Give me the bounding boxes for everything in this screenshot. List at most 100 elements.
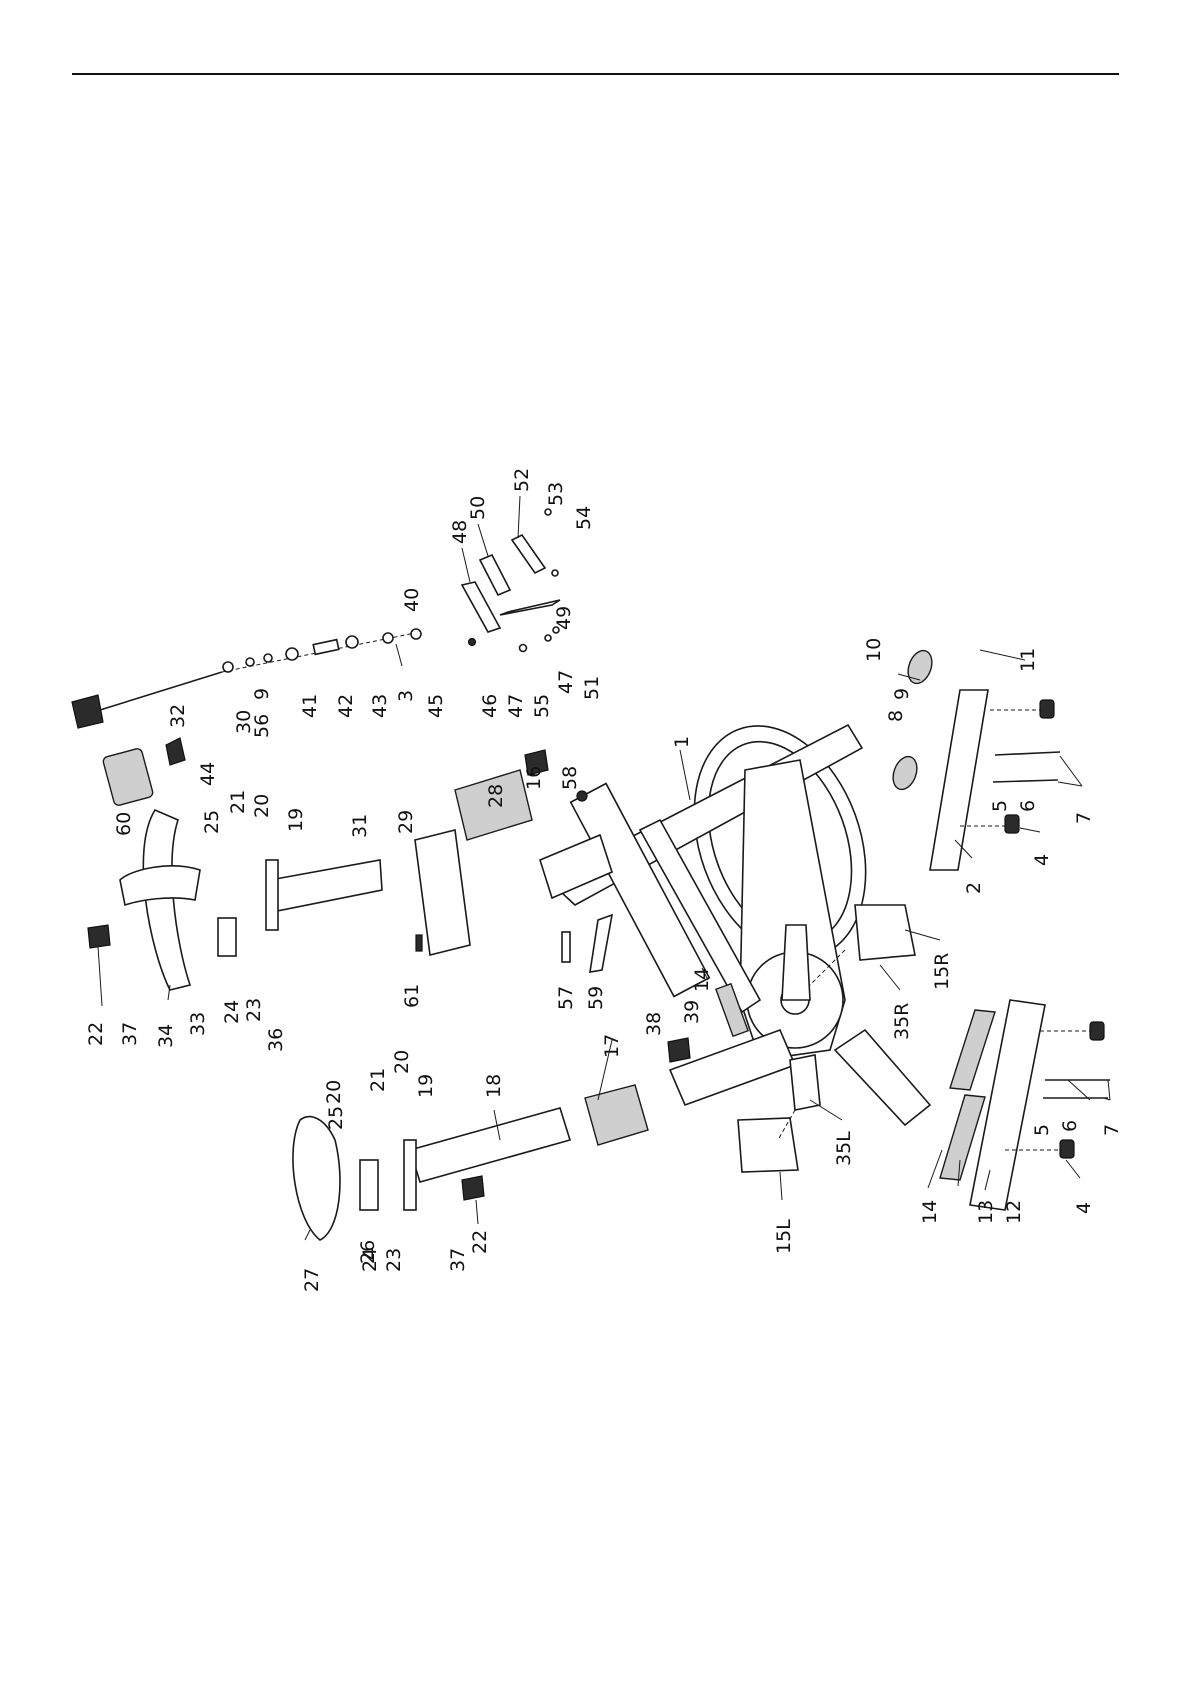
callout-label: 21 <box>367 1068 389 1092</box>
leveler-foot-top <box>1040 700 1054 718</box>
handlebar-assembly <box>266 750 548 955</box>
callout-label: 4 <box>1031 854 1053 866</box>
callout-label: 35L <box>833 1131 855 1166</box>
callout-label: 51 <box>581 676 603 700</box>
sleeve-17 <box>585 1085 648 1145</box>
shaft-32 <box>100 672 222 710</box>
seat-slider-26 <box>360 1160 378 1210</box>
callout-label: 22 <box>85 1022 107 1046</box>
callout-label: 59 <box>585 986 607 1010</box>
callout-label: 2 <box>963 882 985 894</box>
rear-stabilizer <box>940 1000 1110 1210</box>
callout-label: 54 <box>573 506 595 530</box>
rear-pad-top <box>950 1010 995 1090</box>
callout-label: 5 <box>1031 1124 1053 1136</box>
cover-29 <box>415 830 470 955</box>
callout-label: 48 <box>449 520 471 544</box>
front-stabilizer <box>889 647 1060 870</box>
callout-label: 25 <box>325 1106 347 1130</box>
brake-part-52 <box>512 535 545 573</box>
callout-label: 23 <box>243 998 265 1022</box>
callout-label: 47 <box>555 670 577 694</box>
callout-label: 29 <box>395 810 417 834</box>
handlebar-slider-33 <box>218 918 236 956</box>
callout-label: 14 <box>919 1200 941 1224</box>
knob-38 <box>668 1038 690 1062</box>
callout-label: 14 <box>691 968 713 992</box>
callout-label: 19 <box>415 1074 437 1098</box>
slider-plate-31 <box>266 860 278 930</box>
callout-label: 5 <box>989 800 1011 812</box>
callout-label: 8 <box>885 710 907 722</box>
callout-label: 35R <box>891 1003 913 1040</box>
crank-arm-left <box>790 1055 820 1110</box>
nut-58 <box>577 791 587 801</box>
callout-label: 10 <box>863 638 885 662</box>
callout-label: 41 <box>299 694 321 718</box>
callout-label: 53 <box>545 482 567 506</box>
seat-assembly <box>293 1038 690 1240</box>
part-44 <box>166 738 185 765</box>
pedal-left <box>738 1118 798 1172</box>
part-59 <box>590 915 612 972</box>
callout-label: 16 <box>523 766 545 790</box>
callout-label: 7 <box>1101 1124 1123 1136</box>
callout-label: 34 <box>155 1024 177 1048</box>
front-stabilizer-bar <box>930 690 988 870</box>
callout-label: 20 <box>323 1080 345 1104</box>
callout-label: 31 <box>349 814 371 838</box>
rear-lower-tube <box>835 1030 930 1125</box>
knob-22-upper <box>88 925 110 948</box>
callout-label: 44 <box>197 762 219 786</box>
callout-label: 45 <box>425 694 447 718</box>
seat-27 <box>293 1117 340 1240</box>
callout-label: 12 <box>1003 1200 1025 1224</box>
callout-label: 26 <box>357 1240 379 1264</box>
handlebar-post-31 <box>270 860 382 912</box>
knob-22-lower <box>462 1176 484 1200</box>
callout-label: 23 <box>383 1248 405 1272</box>
callout-label: 43 <box>369 694 391 718</box>
callout-label: 18 <box>483 1074 505 1098</box>
callout-label: 55 <box>531 694 553 718</box>
spring-42 <box>313 640 339 655</box>
callout-label: 20 <box>391 1050 413 1074</box>
brake-part-49 <box>500 600 560 615</box>
callout-label: 58 <box>559 766 581 790</box>
callout-label: 47 <box>505 694 527 718</box>
crank-arm-right <box>782 925 810 1000</box>
pin-57 <box>562 932 570 962</box>
callout-label: 28 <box>485 784 507 808</box>
callout-label: 32 <box>167 704 189 728</box>
callout-label: 37 <box>119 1022 141 1046</box>
callout-label: 9 <box>891 688 913 700</box>
callout-label: 56 <box>251 714 273 738</box>
callout-label: 6 <box>1017 800 1039 812</box>
callout-label: 4 <box>1073 1202 1095 1214</box>
seat-post-18 <box>410 1108 570 1182</box>
callout-label: 24 <box>221 1000 243 1024</box>
pedal-right <box>855 905 915 960</box>
callout-label: 15L <box>773 1219 795 1254</box>
callout-label: 3 <box>395 690 417 702</box>
callout-label: 40 <box>401 588 423 612</box>
callout-label: 36 <box>265 1028 287 1052</box>
seat-slider-plate <box>404 1140 416 1210</box>
transport-wheel <box>889 753 921 792</box>
bolt-61 <box>416 935 422 951</box>
leveler-foot-rear-4 <box>1060 1140 1074 1158</box>
bolt-7a <box>995 752 1060 755</box>
console-60 <box>102 748 154 807</box>
callout-label: 11 <box>1017 648 1039 672</box>
callout-label: 22 <box>469 1230 491 1254</box>
callout-label: 57 <box>555 986 577 1010</box>
callout-label: 42 <box>335 694 357 718</box>
callout-label: 21 <box>227 790 249 814</box>
callout-label: 9 <box>251 688 273 700</box>
leveler-foot-4 <box>1005 815 1019 833</box>
callout-label: 17 <box>601 1034 623 1058</box>
brake-parts <box>462 509 560 652</box>
callout-label: 39 <box>681 1000 703 1024</box>
